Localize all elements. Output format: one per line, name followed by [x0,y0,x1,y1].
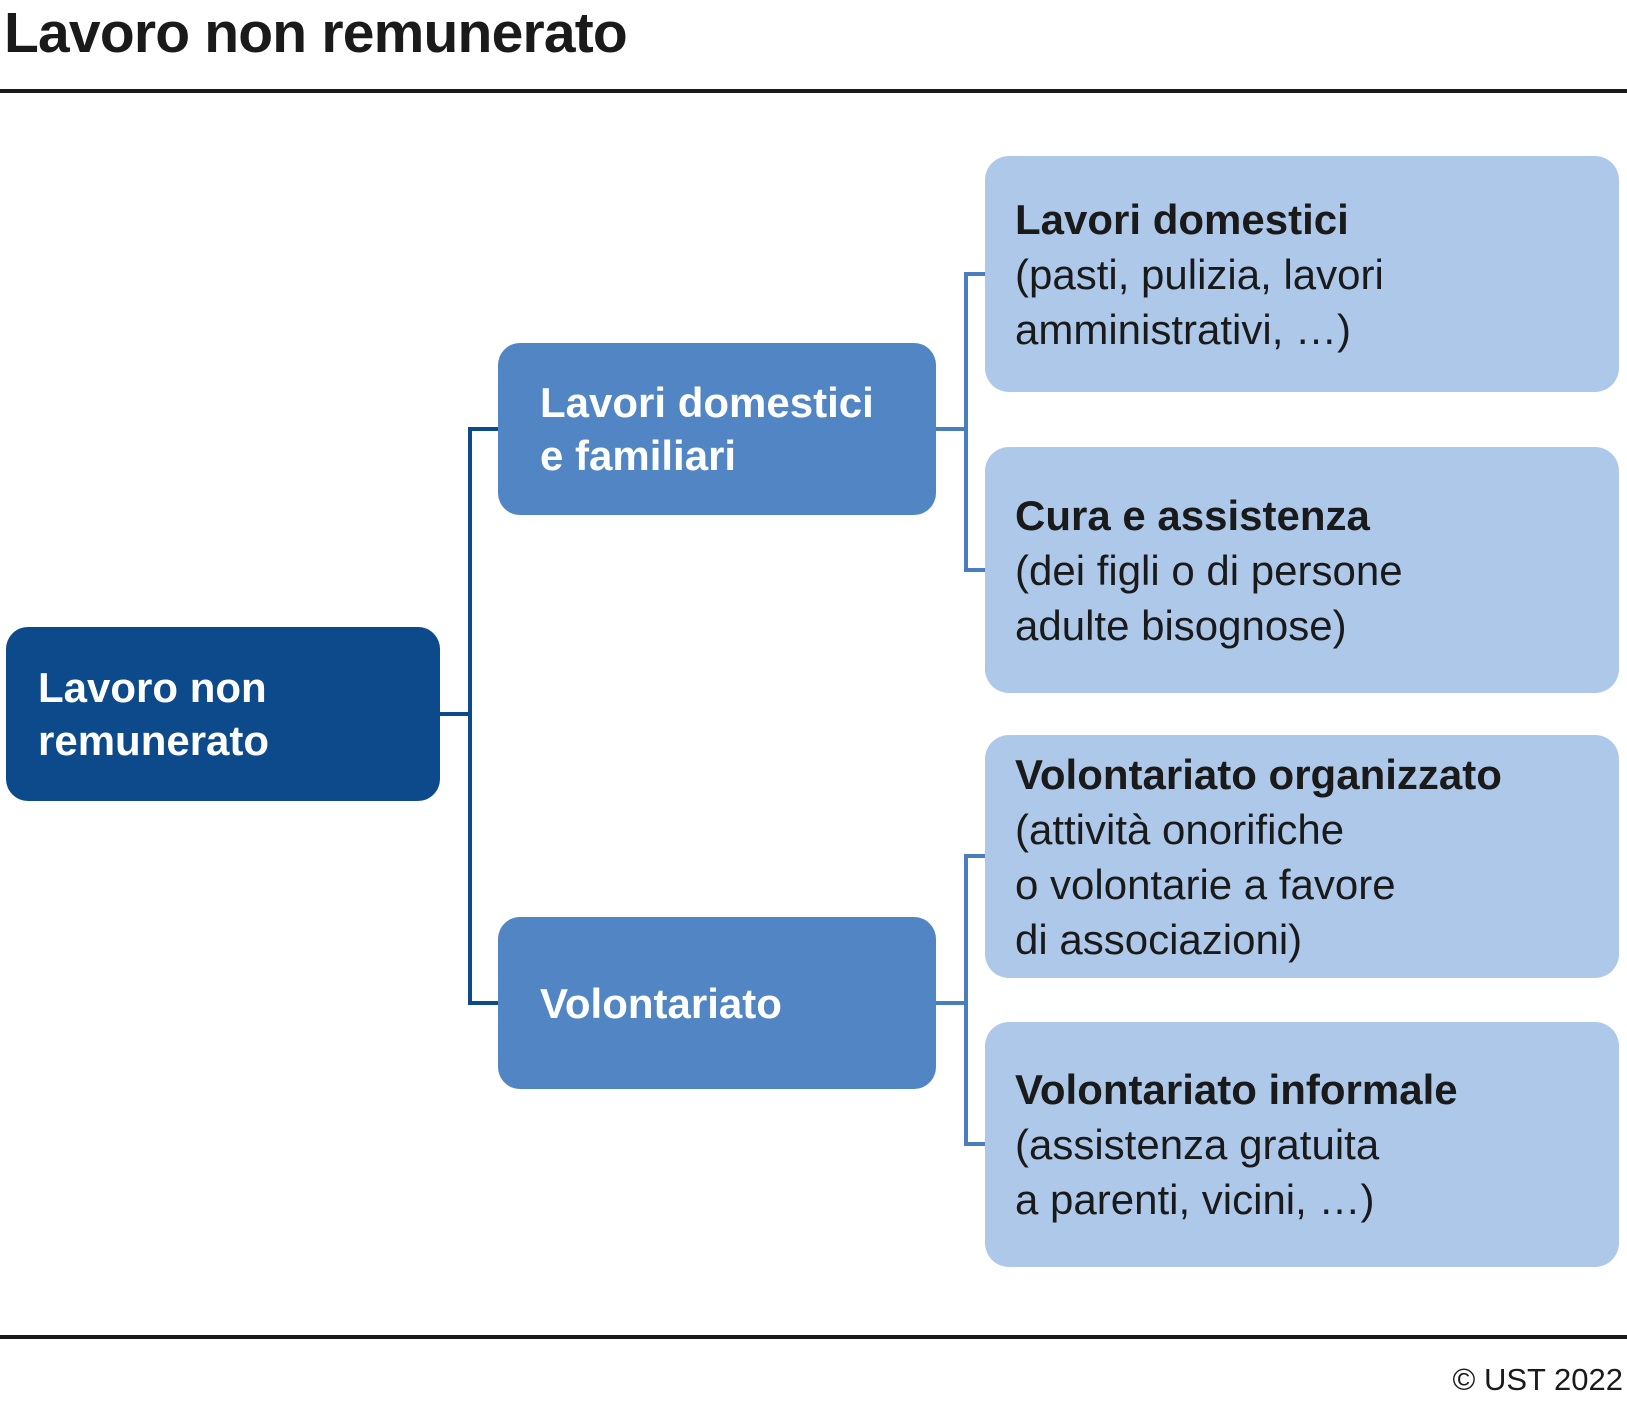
connector-branch2-to-leaf4 [964,1142,988,1146]
copyright-text: © UST 2022 [1452,1362,1623,1397]
top-divider [0,89,1627,93]
connector-branch2-stub [936,1001,968,1005]
node-root: Lavoro non remunerato [6,627,440,801]
node-branch-volunteering: Volontariato [498,917,936,1089]
leaf-domestic-work: Lavori domestici (pasti, pulizia, lavori… [985,156,1619,392]
connector-root-stub [440,712,470,716]
node-branch-volunteering-label: Volontariato [540,979,782,1027]
leaf-domestic-work-title: Lavori domestici [1015,195,1349,243]
leaf-informal-volunteering-desc: (assistenza gratuita a parenti, vicini, … [1015,1121,1380,1223]
figure-title: Lavoro non remunerato [4,1,628,65]
leaf-organized-volunteering-desc: (attività onorifiche o volontarie a favo… [1015,805,1396,963]
leaf-organized-volunteering-title: Volontariato organizzato [1015,750,1502,798]
connector-branch1-to-leaf2 [964,568,988,572]
leaf-informal-volunteering: Volontariato informale (assistenza gratu… [985,1022,1619,1267]
leaf-domestic-work-desc: (pasti, pulizia, lavori amministrativi, … [1015,250,1384,353]
node-branch-domestic: Lavori domestici e familiari [498,343,936,515]
connector-branch2-trunk [964,854,968,1146]
connector-branch1-trunk [964,272,968,572]
connector-root-to-branch2 [468,1001,500,1005]
connector-root-trunk [468,427,472,1005]
leaf-organized-volunteering: Volontariato organizzato (attività onori… [985,735,1619,978]
connector-branch1-to-leaf1 [964,272,988,276]
leaf-informal-volunteering-title: Volontariato informale [1015,1066,1458,1113]
node-root-label: Lavoro non remunerato [38,664,270,764]
leaf-care-assistance-desc: (dei figli o di persone adulte bisognose… [1015,546,1403,649]
bottom-divider [0,1335,1627,1339]
leaf-care-assistance: Cura e assistenza (dei figli o di person… [985,447,1619,693]
leaf-care-assistance-title: Cura e assistenza [1015,491,1370,539]
connector-branch2-to-leaf3 [964,854,988,858]
node-branch-domestic-label: Lavori domestici e familiari [540,379,874,479]
connector-branch1-stub [936,427,968,431]
connector-root-to-branch1 [468,427,500,431]
